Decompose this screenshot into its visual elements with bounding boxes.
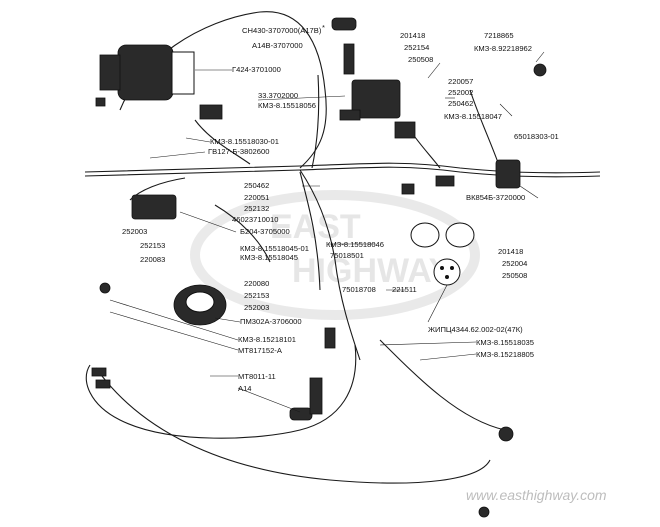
label-252003-mid: 252003 [244,303,269,312]
label-650183: 65018303-01 [514,132,559,141]
label-252004: 252004 [502,259,527,268]
label-asterisk: * [322,23,325,32]
leader-lines [109,51,545,413]
label-kmz8101: КМЗ-8.15218101 [238,335,296,344]
background-logo: EAST HIGHWAY [190,190,480,320]
label-252153-mid: 252153 [244,291,269,300]
label-220083: 220083 [140,255,165,264]
label-g424: Г424-3701000 [232,65,281,74]
headlight-pair [410,222,475,248]
label-220051: 220051 [244,193,269,202]
label-gv127: ГВ127-Б-3802600 [208,147,269,156]
generator [95,44,195,107]
label-mt817: МТ817152-А [238,346,283,355]
connector-small [91,175,455,389]
label-201418-top: 201418 [400,31,425,40]
switch-vk854 [495,159,521,189]
label-220057: 220057 [448,77,473,86]
spark-plug-cap [331,17,357,75]
label-r33: 33.3702000 [258,91,298,100]
label-zhipts: ЖИПЦ4344.62.002-02(47К) [428,325,523,334]
label-sn430: СН430-3707000(А17В) [242,26,322,35]
fuse-block [131,194,177,220]
label-252154: 252154 [404,43,429,52]
label-250462-top: 250462 [448,99,473,108]
label-221511: 221511 [392,285,417,294]
label-a14: А14 [238,384,252,393]
label-220080: 220080 [244,279,269,288]
grommets [99,63,547,518]
label-b204: Б204-3705000 [240,227,290,236]
label-kmz8962: КМЗ-8.92218962 [474,44,532,53]
label-kmz47: КМЗ-8.15518047 [444,112,502,121]
label-kmz45-01: КМЗ-8.15518045-01 [240,244,309,253]
label-7218865: 7218865 [484,31,514,40]
label-kmz8805: КМЗ-8.15218805 [476,350,534,359]
label-pm302: ПМ302А-3706000 [240,317,302,326]
sensor-plug [324,327,336,349]
connector-block-1 [199,104,223,120]
horn-pm302 [173,284,227,326]
label-252002: 252002 [448,88,473,97]
label-252153-left: 252153 [140,241,165,250]
voltage-regulator [339,79,416,139]
label-252003-left: 252003 [122,227,147,236]
label-mt8011: МТ8011-11 [238,372,276,381]
label-vk854: ВК854Б-3720000 [466,193,525,202]
label-kmz46: КМЗ-8.15518046 [326,240,384,249]
label-250508-top: 250508 [408,55,433,64]
label-kmz56: КМЗ-8.15518056 [258,101,316,110]
label-4602: 46023710010 [232,215,278,224]
socket-connector [433,258,461,286]
label-750187: 75018708 [342,285,376,294]
label-kmz35: КМЗ-8.15518035 [476,338,534,347]
label-250462-mid: 250462 [244,181,269,190]
label-201418-right: 201418 [498,247,523,256]
label-252132: 252132 [244,204,269,213]
ignition-coil-a14 [289,377,323,421]
label-750185: 75018501 [330,251,364,260]
label-a14v: А14В-3707000 [252,41,303,50]
label-kmz30: КМЗ-8.15518030-01 [210,137,279,146]
watermark-url: www.easthighway.com [466,487,607,503]
label-250508-right: 250508 [502,271,527,280]
label-kmz45: КМЗ-8.15518045 [240,253,298,262]
